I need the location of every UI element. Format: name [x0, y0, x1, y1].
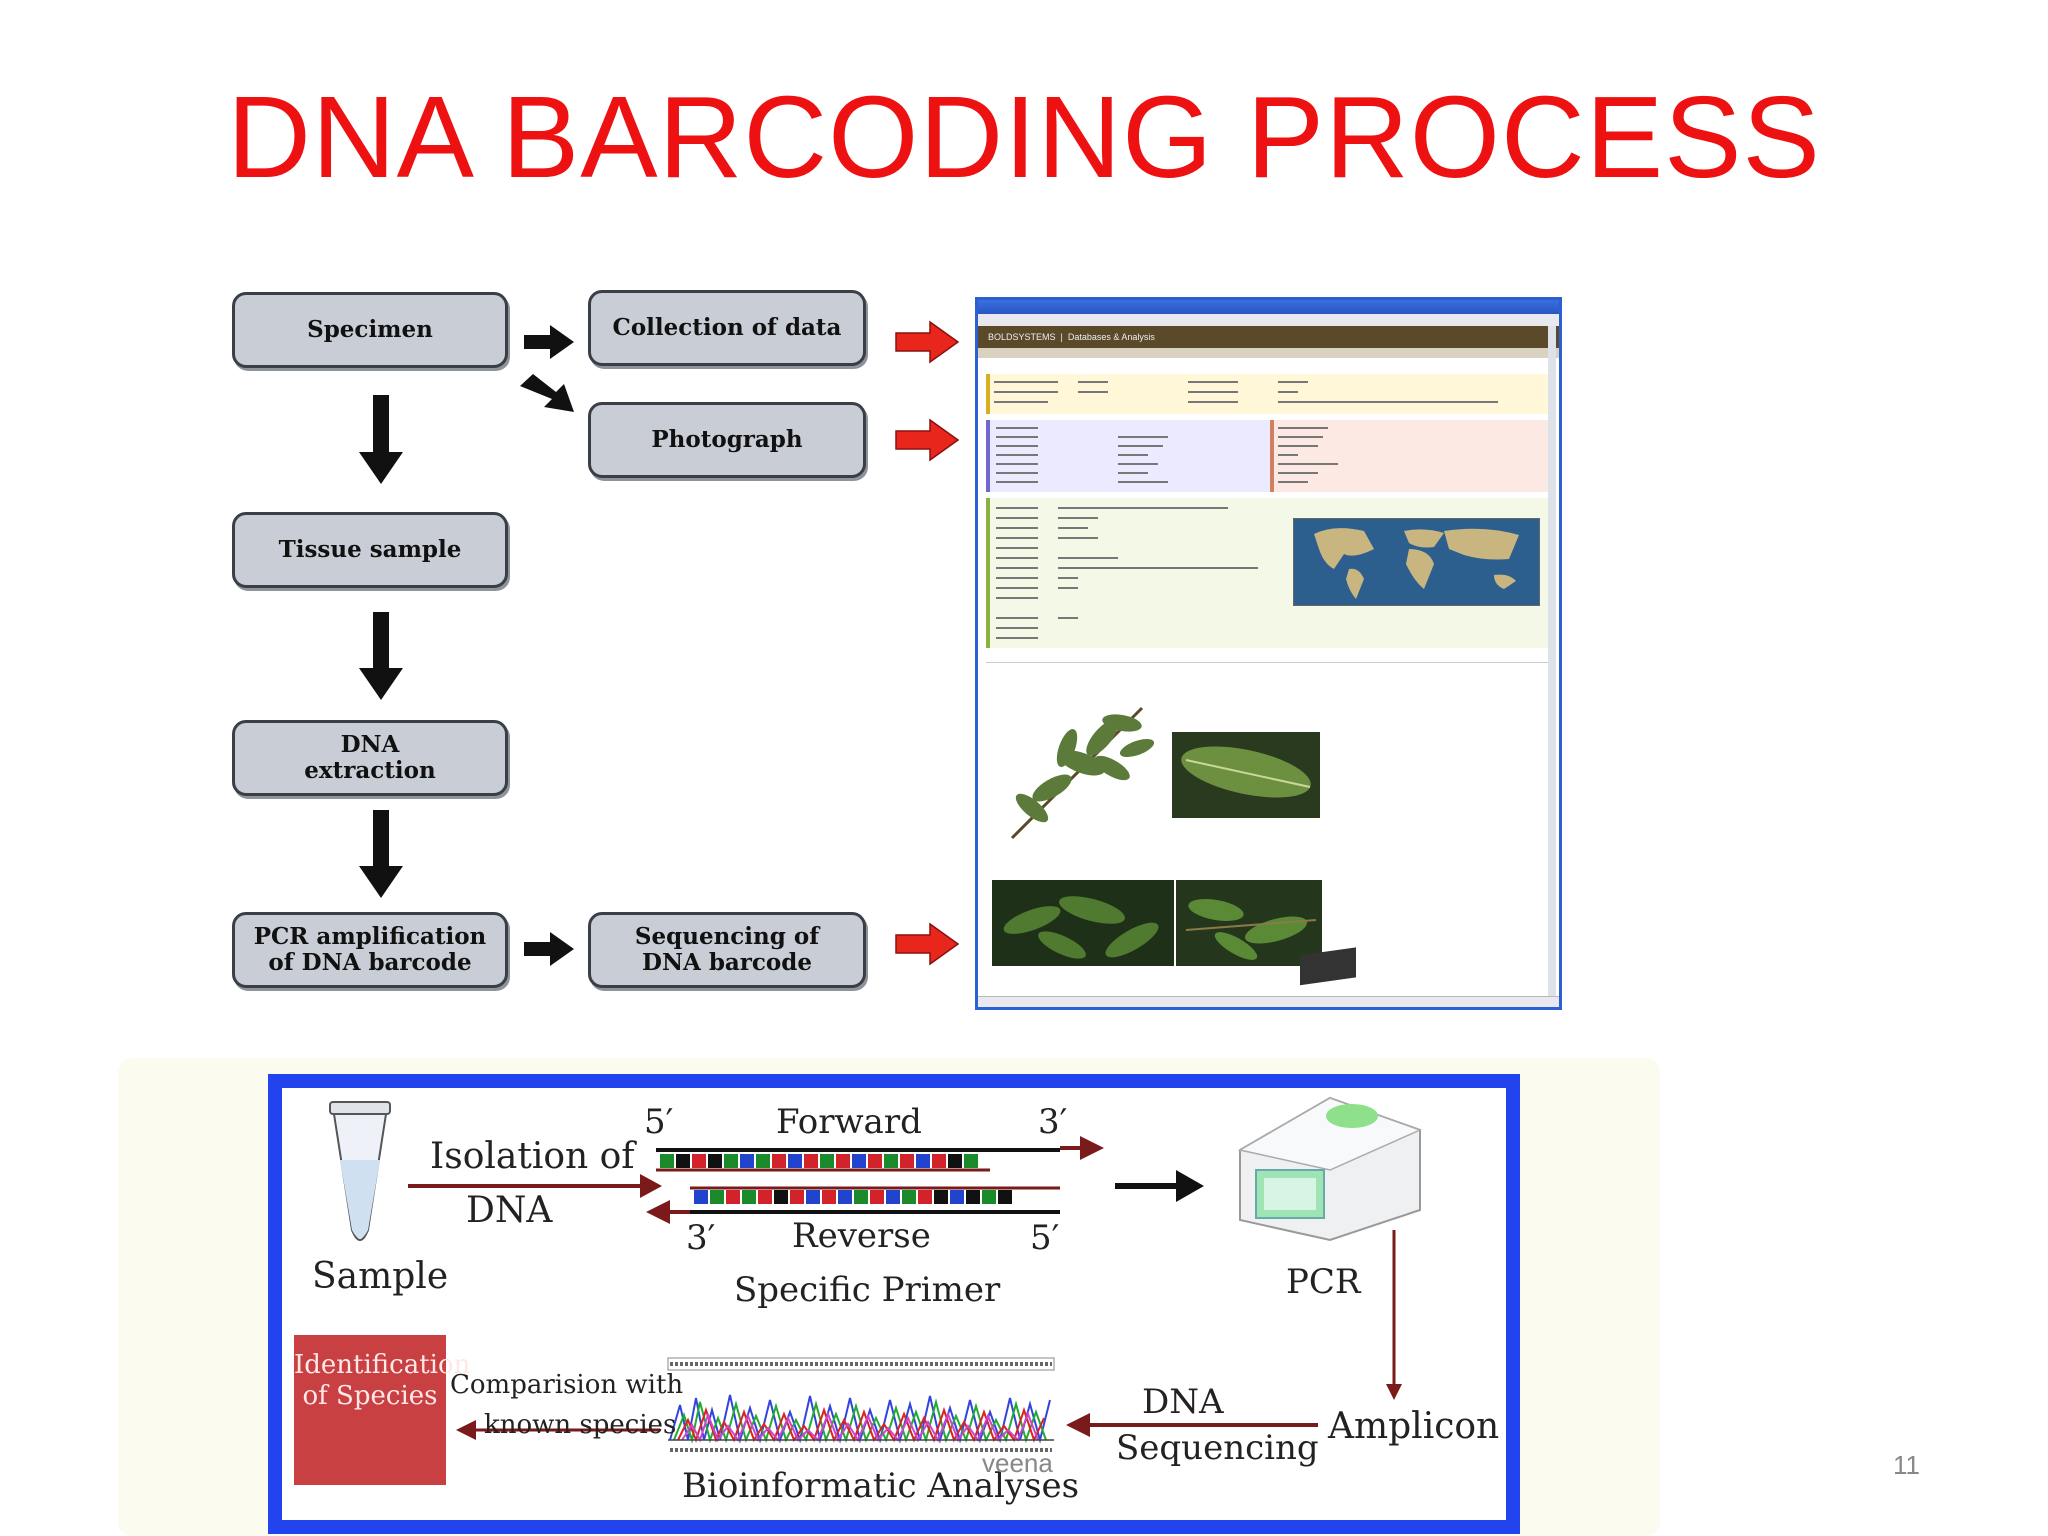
reverse-base-pairs	[690, 1186, 1060, 1204]
pcr-amplification-box: PCR amplification of DNA barcode	[232, 912, 508, 988]
comparison-label-1: Comparision with	[450, 1370, 684, 1400]
status-bar	[978, 996, 1559, 1007]
photograph-label: Photograph	[651, 426, 803, 453]
flowchart-arrows	[359, 320, 960, 966]
three-prime-bottom: 3′	[686, 1218, 716, 1258]
sample-label: Sample	[312, 1256, 449, 1297]
sample-tube-icon	[329, 1101, 391, 1241]
forward-strand	[656, 1136, 1104, 1160]
specimen-label: Specimen	[307, 316, 433, 343]
collection-label: Collection of data	[612, 314, 842, 341]
isolation-label-1: Isolation of	[430, 1136, 635, 1177]
specific-primer-label: Specific Primer	[734, 1270, 1001, 1310]
foliage-photo-1	[992, 880, 1174, 966]
reverse-strand	[646, 1200, 1060, 1224]
pcr-machine-icon	[1237, 947, 1423, 1242]
footer-author: veena	[982, 1448, 1053, 1478]
page-number: 11	[1893, 1450, 1920, 1480]
foliage-illustration-1	[1003, 896, 1159, 959]
amplicon-label: Amplicon	[1328, 1406, 1500, 1447]
dna-sequencing-label-2: Sequencing	[1116, 1428, 1319, 1468]
slide-title: DNA BARCODING PROCESS	[227, 72, 1821, 202]
bold-specimen-screenshot: BOLDSYSTEMS | Databases & Analysis	[975, 297, 1562, 1010]
collection-of-data-box: Collection of data	[588, 290, 866, 366]
sequencing-label: Sequencing of DNA barcode	[634, 923, 820, 976]
photograph-box: Photograph	[588, 402, 866, 478]
dna-extraction-label: DNA extraction	[304, 731, 436, 784]
world-map-landmasses	[1314, 528, 1519, 599]
chromatogram-graphic	[667, 1357, 1055, 1452]
sequencing-box: Sequencing of DNA barcode	[588, 912, 866, 988]
forward-label: Forward	[776, 1102, 922, 1142]
identification-box	[294, 1335, 446, 1485]
red-arrow-collection	[895, 320, 960, 364]
vertical-scrollbar[interactable]	[1548, 326, 1556, 1006]
right-arrow-specimen	[524, 325, 574, 359]
pcr-amplification-label: PCR amplification of DNA barcode	[253, 923, 487, 976]
foliage-illustration-2	[1185, 899, 1317, 960]
red-arrow-photograph	[895, 418, 960, 462]
specimen-box: Specimen	[232, 292, 508, 368]
forward-base-pairs	[656, 1154, 990, 1172]
reverse-label: Reverse	[792, 1216, 931, 1256]
pcr-label: PCR	[1286, 1262, 1361, 1302]
foliage-photo-2	[1176, 880, 1322, 966]
plant-branch-illustration	[1010, 706, 1155, 840]
leaf-closeup-photo	[1172, 732, 1320, 818]
banner-nav: Databases & Analysis	[1067, 332, 1155, 342]
tissue-sample-box: Tissue sample	[232, 512, 508, 588]
red-arrow-sequencing	[895, 922, 960, 966]
tissue-label: Tissue sample	[278, 536, 462, 563]
five-prime-bottom: 5′	[1030, 1218, 1060, 1258]
isolation-label-2: DNA	[466, 1190, 553, 1231]
dna-extraction-box: DNA extraction	[232, 720, 508, 796]
record-text-lines	[994, 381, 1498, 639]
identifiers-section	[986, 374, 1555, 414]
right-arrow-pcr	[524, 932, 574, 966]
bold-banner: BOLDSYSTEMS | Databases & Analysis	[978, 326, 1559, 348]
down-arrow-3	[359, 810, 403, 898]
diag-arrow-specimen	[520, 374, 574, 412]
identification-label: Identification of Species	[294, 1350, 471, 1411]
window-titlebar	[978, 300, 1559, 314]
photographs-section	[986, 662, 1551, 963]
world-map-image	[1293, 518, 1540, 606]
down-arrow-1	[359, 395, 403, 484]
banner-text: BOLDSYSTEMS	[988, 332, 1056, 342]
comparison-label-2: known species	[484, 1410, 677, 1440]
dna-sequencing-label-1: DNA	[1142, 1382, 1224, 1422]
leaf-closeup-illustration	[1181, 746, 1311, 798]
down-arrow-2	[359, 612, 403, 700]
bioinformatic-label: Bioinformatic Analyses	[682, 1466, 1080, 1506]
specimen-details-section	[1270, 420, 1555, 492]
three-prime-top: 3′	[1038, 1102, 1068, 1142]
plant-branch-photo	[992, 678, 1162, 848]
five-prime-top: 5′	[644, 1102, 674, 1142]
